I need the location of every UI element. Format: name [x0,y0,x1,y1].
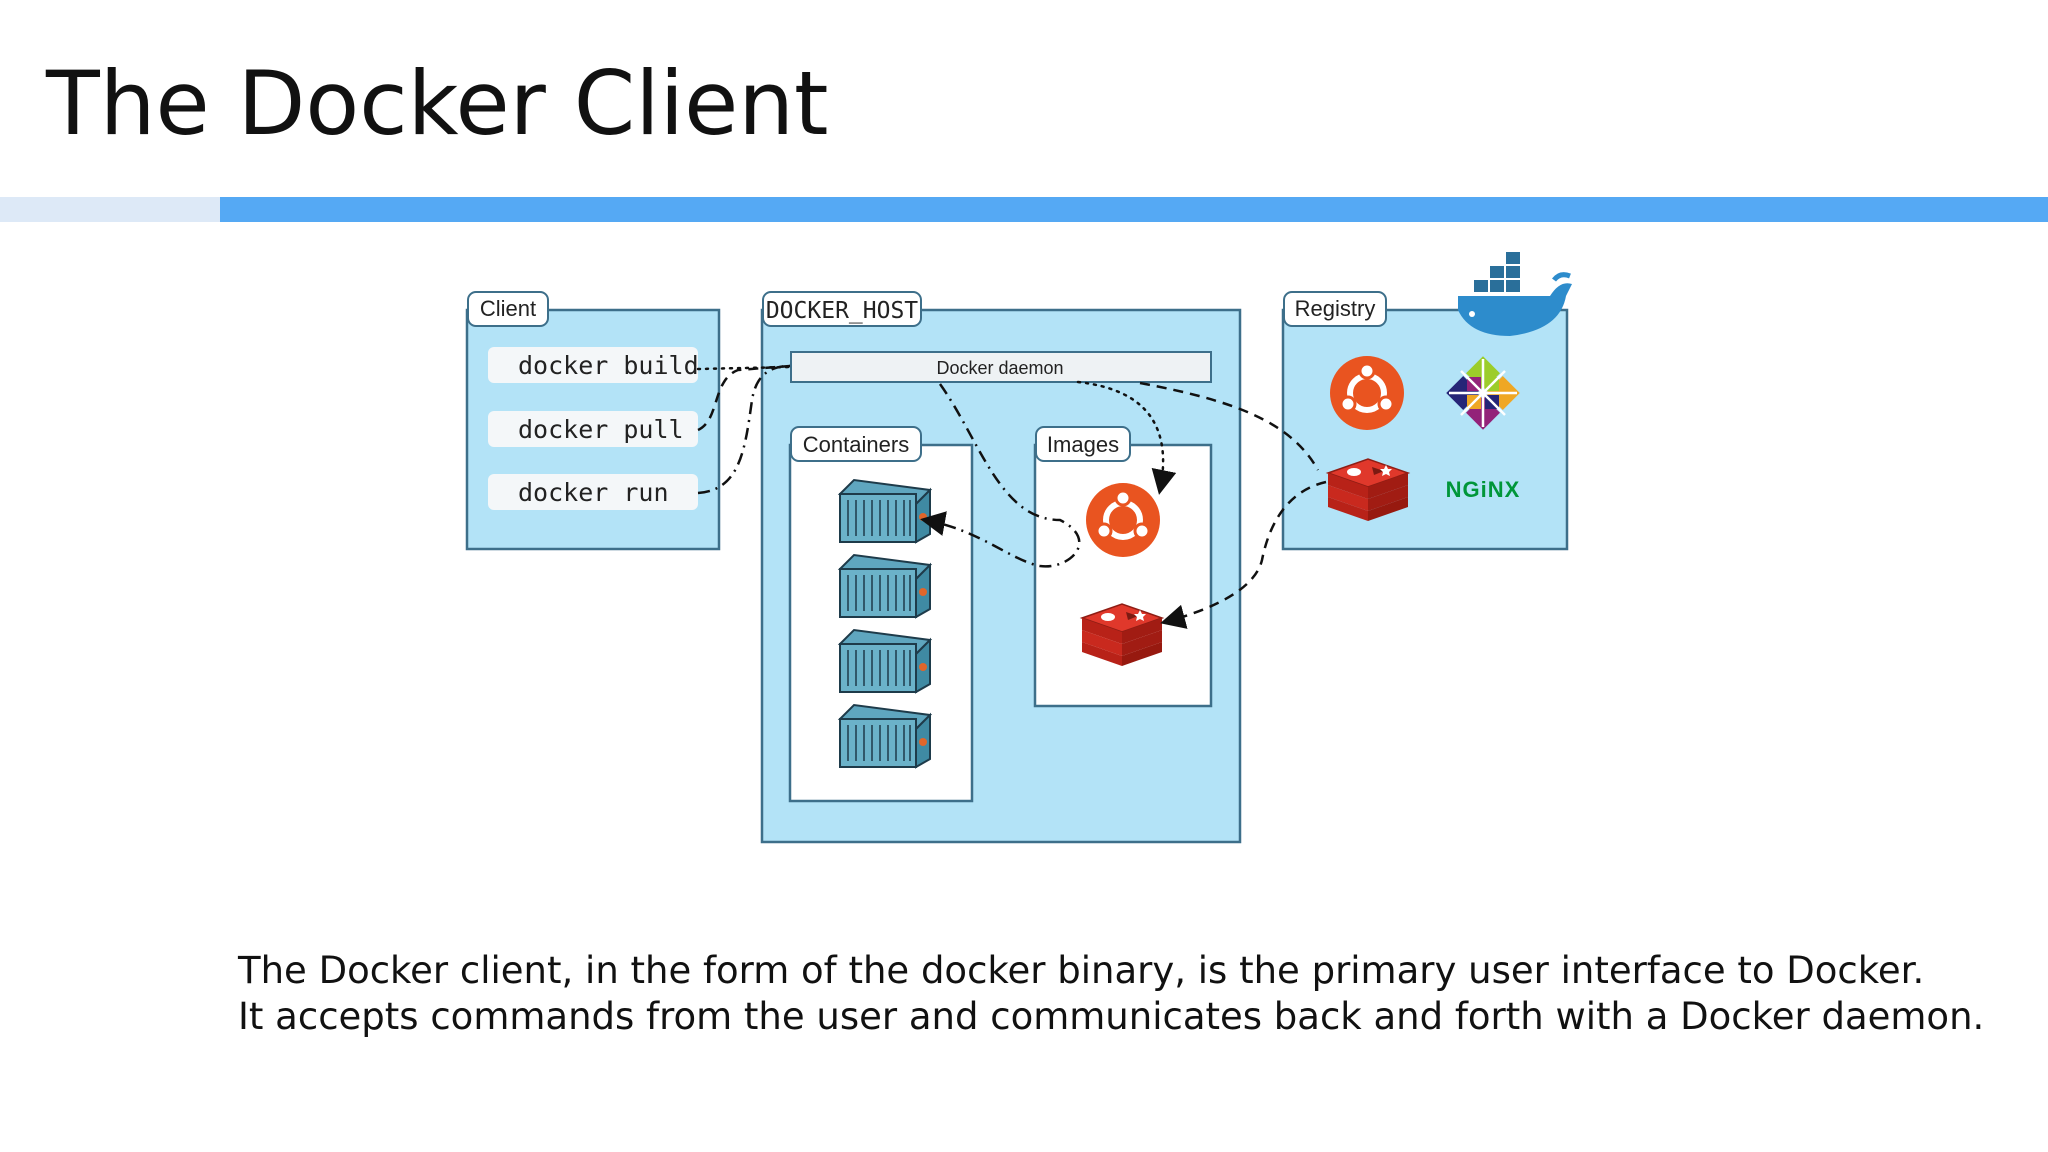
containers-label: Containers [803,432,909,457]
command-docker-build: docker build [518,351,699,380]
container-icon [839,704,931,768]
title-rule-accent [0,197,220,222]
ubuntu-icon [1086,483,1160,557]
docker-daemon-label: Docker daemon [936,358,1063,378]
slide-caption: The Docker client, in the form of the do… [238,948,2018,1040]
container-icon [839,554,931,618]
caption-line: The Docker client, in the form of the do… [238,949,1925,992]
docker-whale-icon [1458,252,1572,336]
client-label: Client [480,296,536,321]
container-icon [839,479,931,543]
nginx-icon: NGiNX [1446,477,1521,502]
client-panel: Client docker build docker pull docker r… [465,291,721,551]
title-rule [220,197,2048,222]
slide-title: The Docker Client [46,52,829,155]
container-icon [839,629,931,693]
command-docker-run: docker run [518,478,669,507]
images-label: Images [1047,432,1119,457]
registry-label: Registry [1295,296,1376,321]
registry-panel: Registry [1281,252,1572,551]
ubuntu-icon [1330,356,1404,430]
command-docker-pull: docker pull [518,415,684,444]
connector-lines [696,364,1327,629]
docker-host-panel: DOCKER_HOST Docker daemon Containers Ima… [760,291,1242,844]
caption-line: It accepts commands from the user and co… [238,995,1985,1038]
docker-host-label: DOCKER_HOST [766,298,918,324]
